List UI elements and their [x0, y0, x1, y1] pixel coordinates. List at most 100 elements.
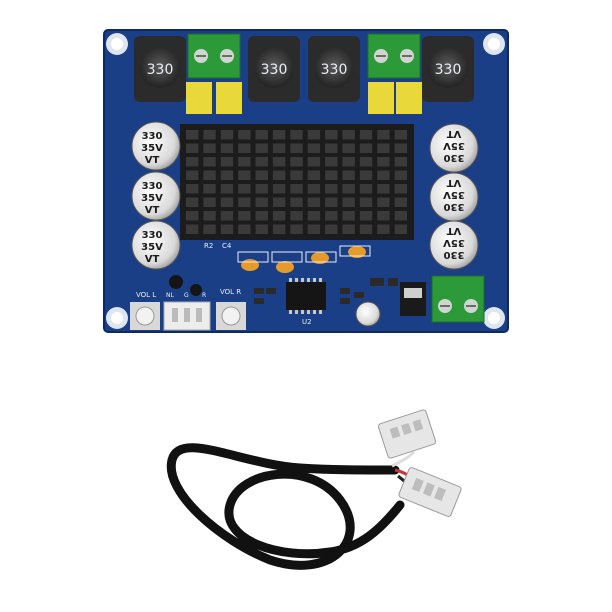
- heatsink-fin: [342, 170, 355, 180]
- heatsink-fin: [359, 157, 373, 167]
- heatsink-fin: [186, 143, 199, 153]
- silk-input-r: R: [202, 292, 206, 299]
- heatsink-fin: [272, 211, 286, 221]
- regulator: [400, 282, 426, 316]
- heatsink-fin: [307, 143, 321, 153]
- capacitor-label: 330: [444, 201, 465, 212]
- heatsink-fin: [290, 157, 303, 167]
- heatsink-fin: [272, 197, 286, 207]
- capacitor-label: 35V: [141, 193, 163, 204]
- silk-input-g: G: [184, 292, 189, 299]
- heatsink-fin: [377, 211, 390, 221]
- heatsink-fin: [220, 130, 234, 140]
- heatsink-fin: [203, 224, 216, 234]
- silk-vol-left: VOL L: [136, 291, 156, 299]
- heatsink-fin: [255, 157, 268, 167]
- heatsink-fin: [307, 170, 321, 180]
- cable-connector-top: [377, 409, 437, 459]
- audio-cable: [166, 409, 462, 570]
- cable-loop: [166, 443, 405, 570]
- inductor-label: 330: [321, 62, 348, 78]
- heatsink-fin: [342, 197, 355, 207]
- heatsink: [180, 124, 414, 240]
- heatsink-fin: [220, 197, 234, 207]
- heatsink-fin: [307, 157, 321, 167]
- heatsink-fin: [377, 224, 390, 234]
- heatsink-fin: [394, 224, 407, 234]
- inductor-4: 330: [422, 36, 474, 102]
- input-connector: [163, 301, 211, 331]
- heatsink-fin: [272, 170, 286, 180]
- heatsink-fin: [307, 224, 321, 234]
- heatsink-fin: [377, 130, 390, 140]
- heatsink-fin: [359, 184, 373, 194]
- smd-components: [254, 278, 398, 304]
- heatsink-fin: [238, 224, 251, 234]
- volume-pot-right: [216, 302, 246, 330]
- heatsink-fin: [290, 170, 303, 180]
- heatsink-fin: [255, 211, 268, 221]
- heatsink-fin: [238, 211, 251, 221]
- heatsink-fin: [325, 211, 338, 221]
- heatsink-fin: [290, 197, 303, 207]
- capacitor-label: 35V: [443, 140, 465, 151]
- heatsink-fin: [238, 130, 251, 140]
- heatsink-fin: [220, 224, 234, 234]
- silk-input-nl: NL: [166, 292, 174, 299]
- heatsink-fin: [359, 143, 373, 153]
- capacitor-label: VT: [145, 254, 160, 265]
- heatsink-fin: [342, 143, 355, 153]
- heatsink-fin: [290, 130, 303, 140]
- heatsink-fin: [255, 184, 268, 194]
- capacitor-left-2: 330 35V VT: [131, 171, 181, 221]
- capacitor-label: VT: [145, 155, 160, 166]
- heatsink-fin: [255, 130, 268, 140]
- heatsink-fin: [255, 224, 268, 234]
- heatsink-fin: [203, 184, 216, 194]
- heatsink-fin: [394, 170, 407, 180]
- heatsink-fin: [394, 130, 407, 140]
- heatsink-fin: [377, 184, 390, 194]
- heatsink-fin: [203, 211, 216, 221]
- silk-ref-c4: C4: [222, 242, 232, 250]
- heatsink-fin: [186, 170, 199, 180]
- inductor-label: 330: [261, 62, 288, 78]
- heatsink-fin: [203, 130, 216, 140]
- heatsink-fin: [342, 184, 355, 194]
- heatsink-fin: [342, 211, 355, 221]
- heatsink-fin: [307, 130, 321, 140]
- capacitor-label: VT: [447, 128, 462, 139]
- capacitor-label: 35V: [443, 189, 465, 200]
- heatsink-fin: [272, 130, 286, 140]
- inductor-3: 330: [308, 36, 360, 102]
- heatsink-fin: [325, 197, 338, 207]
- heatsink-fin: [359, 197, 373, 207]
- capacitor-right-1: 330 35V VT: [429, 123, 479, 173]
- film-capacitors: [186, 82, 422, 114]
- ic-chip: [286, 278, 326, 314]
- inductor-2: 330: [248, 36, 300, 102]
- capacitor-label: 330: [142, 131, 163, 142]
- heatsink-fin: [394, 197, 407, 207]
- heatsink-fin: [255, 170, 268, 180]
- heatsink-fin: [307, 197, 321, 207]
- heatsink-fin: [377, 170, 390, 180]
- inductor-label: 330: [435, 62, 462, 78]
- heatsink-fin: [238, 170, 251, 180]
- capacitor-label: 35V: [141, 143, 163, 154]
- capacitor-label: 330: [444, 249, 465, 260]
- heatsink-fin: [325, 224, 338, 234]
- heatsink-fin: [272, 143, 286, 153]
- heatsink-fin: [359, 211, 373, 221]
- terminal-block-top-left: [187, 33, 241, 79]
- heatsink-fin: [290, 184, 303, 194]
- amplifier-board: 330 330 330 330: [103, 29, 509, 333]
- capacitor-label: 330: [142, 230, 163, 241]
- capacitor-label: VT: [145, 205, 160, 216]
- heatsink-fin: [186, 130, 199, 140]
- ceramic-capacitors: [241, 246, 366, 273]
- terminal-block-top-right: [367, 33, 421, 79]
- heatsink-fin: [203, 143, 216, 153]
- heatsink-fin: [325, 143, 338, 153]
